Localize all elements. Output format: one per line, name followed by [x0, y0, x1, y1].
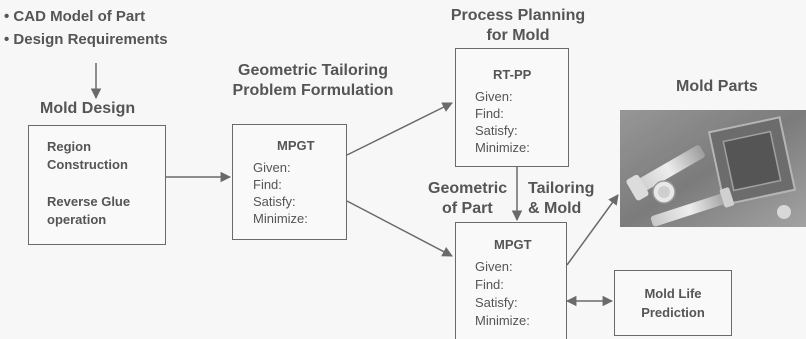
tailoring-heading-left: Geometric of Part	[428, 179, 507, 219]
tailoring-heading-right-line-2: & Mold	[528, 200, 582, 217]
mold-design-line-construction: Construction	[47, 157, 128, 172]
mold-life-box: Mold Life Prediction	[614, 270, 732, 336]
formulation-heading: Geometric Tailoring Problem Formulation	[218, 61, 408, 101]
formulation-heading-line-1: Geometric Tailoring	[238, 62, 388, 79]
bullet-cad-model: • CAD Model of Part	[4, 8, 146, 25]
tailoring-heading-left-line-2: of Part	[442, 200, 493, 217]
input-bullet-list: • CAD Model of Part • Design Requirement…	[4, 5, 168, 51]
formulation-mpgt-title: MPGT	[277, 138, 315, 153]
tailoring-heading-left-line-1: Geometric	[428, 180, 508, 197]
arrow-mpgt-to-tailoring	[346, 200, 453, 257]
process-planning-heading-line-2: for Mold	[486, 27, 550, 44]
mold-life-line-1: Mold Life	[644, 286, 702, 301]
mold-life-line-2: Prediction	[641, 305, 705, 320]
rtpp-minimize: Minimize:	[475, 140, 530, 155]
mold-design-box: Region Construction Reverse Glue operati…	[28, 125, 166, 245]
formulation-find: Find:	[253, 177, 282, 192]
process-planning-rtpp-box: RT-PP Given: Find: Satisfy: Minimize:	[455, 48, 569, 167]
mold-design-line-region: Region	[47, 139, 92, 154]
rtpp-find: Find:	[475, 106, 504, 121]
tailoring-minimize: Minimize:	[475, 313, 530, 328]
arrow-tailoring-to-mold-parts	[566, 194, 619, 266]
tailoring-given: Given:	[475, 259, 513, 274]
mold-parts-heading: Mold Parts	[676, 78, 758, 95]
mold-parts-photo	[620, 110, 806, 227]
formulation-minimize: Minimize:	[253, 211, 308, 226]
mold-design-heading: Mold Design	[40, 100, 136, 117]
mold-design-line-reverse-glue: Reverse Glue	[47, 194, 131, 209]
rtpp-title: RT-PP	[493, 67, 532, 82]
formulation-given: Given:	[253, 160, 291, 175]
arrow-mpgt-to-rtpp	[346, 102, 453, 156]
tailoring-heading-right: Tailoring & Mold	[528, 179, 594, 219]
tailoring-mpgt-title: MPGT	[494, 237, 532, 252]
bullet-design-requirements: • Design Requirements	[4, 31, 168, 48]
tailoring-mpgt-box: MPGT Given: Find: Satisfy: Minimize:	[455, 222, 567, 339]
formulation-satisfy: Satisfy:	[253, 194, 296, 209]
mold-design-line-operation: operation	[47, 212, 107, 227]
rtpp-given: Given:	[475, 89, 513, 104]
process-planning-heading: Process Planning for Mold	[428, 6, 608, 46]
tailoring-satisfy: Satisfy:	[475, 295, 518, 310]
formulation-mpgt-box: MPGT Given: Find: Satisfy: Minimize:	[232, 124, 347, 240]
rtpp-satisfy: Satisfy:	[475, 123, 518, 138]
formulation-heading-line-2: Problem Formulation	[232, 82, 394, 99]
process-planning-heading-line-1: Process Planning	[450, 7, 586, 24]
tailoring-find: Find:	[475, 277, 504, 292]
tailoring-heading-right-line-1: Tailoring	[528, 180, 595, 197]
